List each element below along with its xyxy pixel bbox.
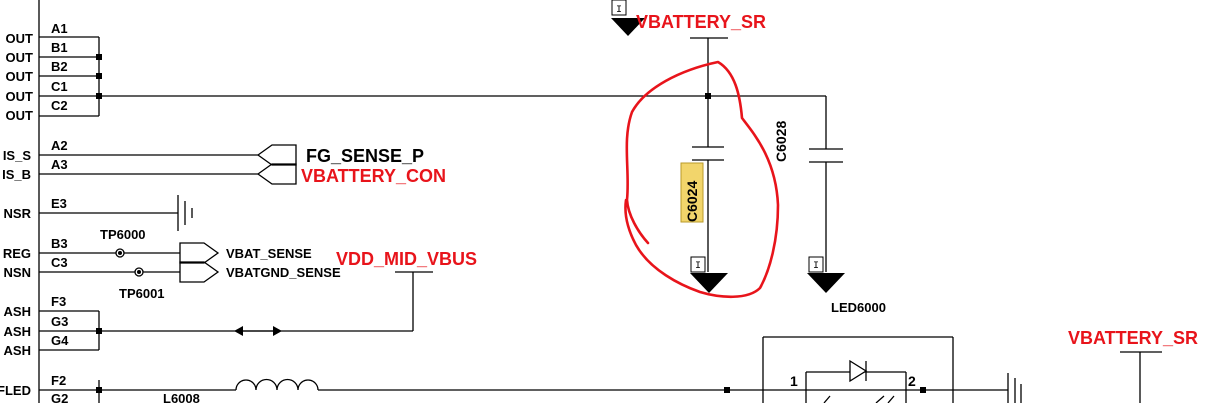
pin-label: A3	[51, 157, 68, 172]
svg-text:I: I	[813, 261, 819, 272]
left-signal-label: NSR	[4, 206, 32, 221]
diode-pin-1: 1	[790, 373, 798, 389]
capacitor-c6028	[809, 96, 843, 272]
left-signal-label: IS_B	[2, 167, 31, 182]
left-signal-label: OUT	[6, 50, 34, 65]
capacitor-c6024	[690, 37, 728, 272]
component-label-c6024: C6024	[684, 181, 700, 222]
right-ground-symbol	[1007, 373, 1022, 403]
offpage-connector-fg-sense	[256, 144, 297, 185]
annotation-vbattery-con: VBATTERY_CON	[301, 166, 446, 186]
pin-label: G2	[51, 391, 68, 403]
left-signal-label: OUT	[6, 31, 34, 46]
pin-label: G4	[51, 333, 69, 348]
ground-symbol-c6028: I	[807, 256, 845, 293]
left-signal-label: NSN	[4, 265, 31, 280]
top-ground-symbol: I	[611, 0, 645, 36]
left-signal-label: ASH	[4, 343, 31, 358]
left-signal-label: IS_S	[3, 148, 32, 163]
left-signal-label: ASH	[4, 304, 31, 319]
left-signal-label: FLED	[0, 383, 31, 398]
pin-label: F2	[51, 373, 66, 388]
inductor-label: L6008	[163, 391, 200, 403]
offpage-connector-vbat-sense	[179, 242, 220, 283]
test-point-label: TP6000	[100, 227, 146, 242]
junction-dot	[96, 73, 102, 79]
net-label-fg-sense-p: FG_SENSE_P	[306, 146, 424, 166]
ic-pin-block: OUT OUT OUT OUT OUT IS_S IS_B NSR REG NS…	[0, 0, 1008, 403]
left-signal-label: OUT	[6, 108, 34, 123]
ground-symbol-c6024: I	[690, 256, 728, 293]
pin-label: B2	[51, 59, 68, 74]
junction-dot	[96, 54, 102, 60]
led-driver-block	[762, 336, 954, 403]
left-signal-label: OUT	[6, 89, 34, 104]
component-label-c6028: C6028	[773, 121, 789, 162]
svg-text:I: I	[695, 261, 701, 272]
net-label-led6000: LED6000	[831, 300, 886, 315]
diode-pin-2: 2	[908, 373, 916, 389]
pin-label: B1	[51, 40, 68, 55]
junction-dot	[96, 328, 102, 334]
junction-dot	[724, 387, 730, 393]
net-label-vbat-sense: VBAT_SENSE	[226, 246, 312, 261]
pin-label: E3	[51, 196, 67, 211]
pin-label: C3	[51, 255, 68, 270]
pin-label: A1	[51, 21, 68, 36]
annotation-vdd-mid-vbus: VDD_MID_VBUS	[336, 249, 477, 269]
diode-icon	[849, 359, 868, 383]
net-label-vbatgnd-sense: VBATGND_SENSE	[226, 265, 341, 280]
left-signal-label: ASH	[4, 324, 31, 339]
left-signal-label: OUT	[6, 69, 34, 84]
pin-label: C1	[51, 79, 68, 94]
junction-dot	[920, 387, 926, 393]
pin-label: B3	[51, 236, 68, 251]
pin-label: F3	[51, 294, 66, 309]
junction-dot	[96, 93, 102, 99]
junction-dot	[96, 387, 102, 393]
inductor-l6008	[235, 378, 319, 391]
pin-label: A2	[51, 138, 68, 153]
annotation-vbattery-sr-top: VBATTERY_SR	[636, 12, 766, 32]
svg-text:I: I	[616, 5, 622, 16]
left-signal-label: REG	[3, 246, 31, 261]
bidirectional-arrow-icon	[234, 326, 282, 336]
pin-label: G3	[51, 314, 68, 329]
pin-label: C2	[51, 98, 68, 113]
e3-ground-symbol	[177, 195, 193, 231]
red-freehand-circle	[624, 60, 780, 299]
test-point-label: TP6001	[119, 286, 165, 301]
c6024-highlight	[680, 162, 704, 223]
annotation-vbattery-sr-right: VBATTERY_SR	[1068, 328, 1198, 348]
